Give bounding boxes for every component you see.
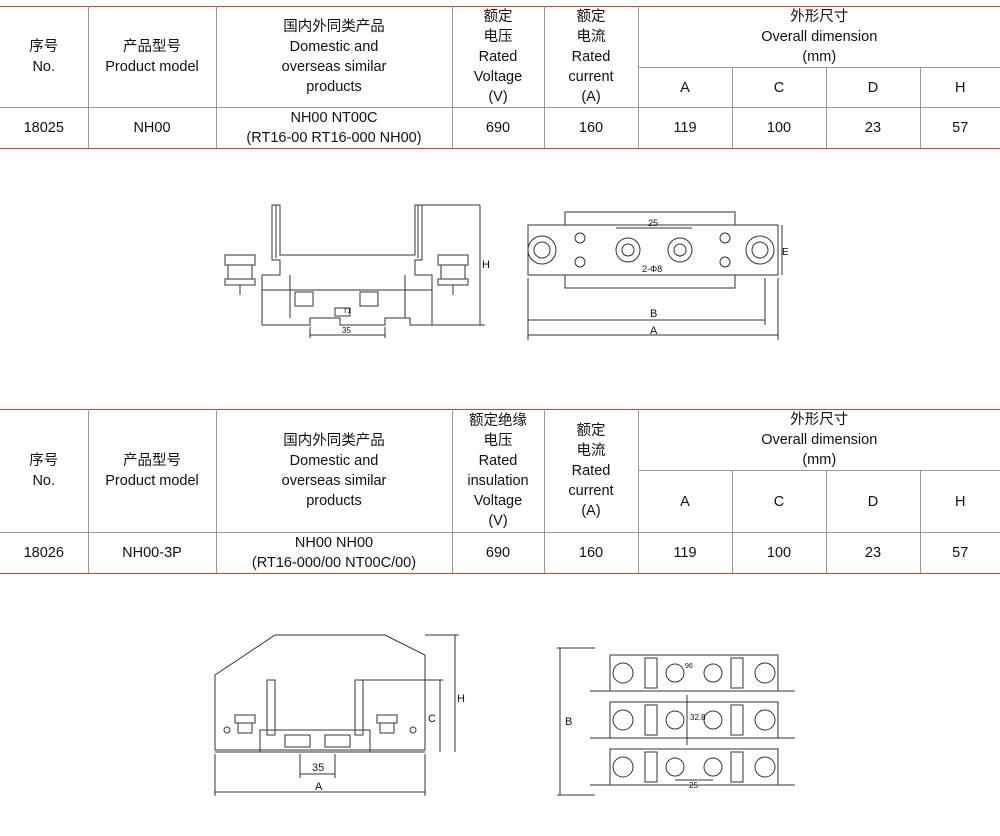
dim-h-label: H (457, 693, 465, 705)
cell-dim-h: 57 (919, 532, 1000, 574)
tag-label: T1 (343, 308, 351, 315)
fuse-base-top-view: 25 2-Φ8 B A E (520, 200, 790, 345)
table-row: 18026 NH00-3P NH00 NH00(RT16-000/00 NT00… (0, 532, 1000, 574)
cell-similar: NH00 NT00C(RT16-00 RT16-000 NH00) (215, 107, 453, 149)
header-dim-h: H (919, 470, 1000, 533)
cell-voltage: 690 (451, 532, 545, 574)
cell-no: 18026 (0, 532, 89, 574)
dim-35-label: 35 (342, 326, 351, 335)
holes-label: 2-Φ8 (642, 264, 662, 274)
cell-similar: NH00 NH00(RT16-000/00 NT00C/00) (215, 532, 453, 574)
cell-dim-a: 119 (637, 107, 733, 149)
cell-dim-c: 100 (731, 107, 827, 149)
dim-32-label: 32.8 (690, 713, 706, 722)
header-dim-h: H (919, 67, 1000, 108)
header-dim-a: A (638, 470, 733, 533)
dim-35-label: 35 (312, 762, 324, 774)
fuse-base-3p-side-view: 35 A C H (205, 630, 470, 800)
dim-radius-label: 96 (685, 663, 693, 670)
dim-b-label: B (650, 308, 657, 320)
fuse-base-3p-top-view: B 32.8 25 96 (555, 640, 800, 800)
cell-dim-c: 100 (731, 532, 827, 574)
dim-25-label: 25 (648, 218, 658, 228)
dim-a-label: A (650, 325, 658, 337)
dim-e-label: E (782, 247, 789, 258)
dim-25-label: 25 (689, 781, 698, 790)
cell-current: 160 (543, 532, 639, 574)
header-dim-a: A (638, 67, 733, 108)
cell-model: NH00 (87, 107, 217, 149)
cell-dim-a: 119 (637, 532, 733, 574)
dim-h-label: H (482, 259, 490, 271)
cell-current: 160 (543, 107, 639, 149)
cell-model: NH00-3P (87, 532, 217, 574)
header-dim-d: D (825, 470, 921, 533)
cell-dim-d: 23 (825, 532, 921, 574)
header-dim-d: D (825, 67, 921, 108)
table-row: 18025 NH00 NH00 NT00C(RT16-00 RT16-000 N… (0, 107, 1000, 149)
dim-a-label: A (315, 781, 323, 793)
dim-c-label: C (428, 713, 436, 725)
cell-dim-h: 57 (919, 107, 1000, 149)
header-dim-c: C (731, 470, 827, 533)
cell-no: 18025 (0, 107, 89, 149)
cell-voltage: 690 (451, 107, 545, 149)
cell-dim-d: 23 (825, 107, 921, 149)
dim-b-label: B (565, 716, 572, 728)
header-dim-c: C (731, 67, 827, 108)
fuse-base-side-view: T1 35 H (210, 200, 500, 345)
